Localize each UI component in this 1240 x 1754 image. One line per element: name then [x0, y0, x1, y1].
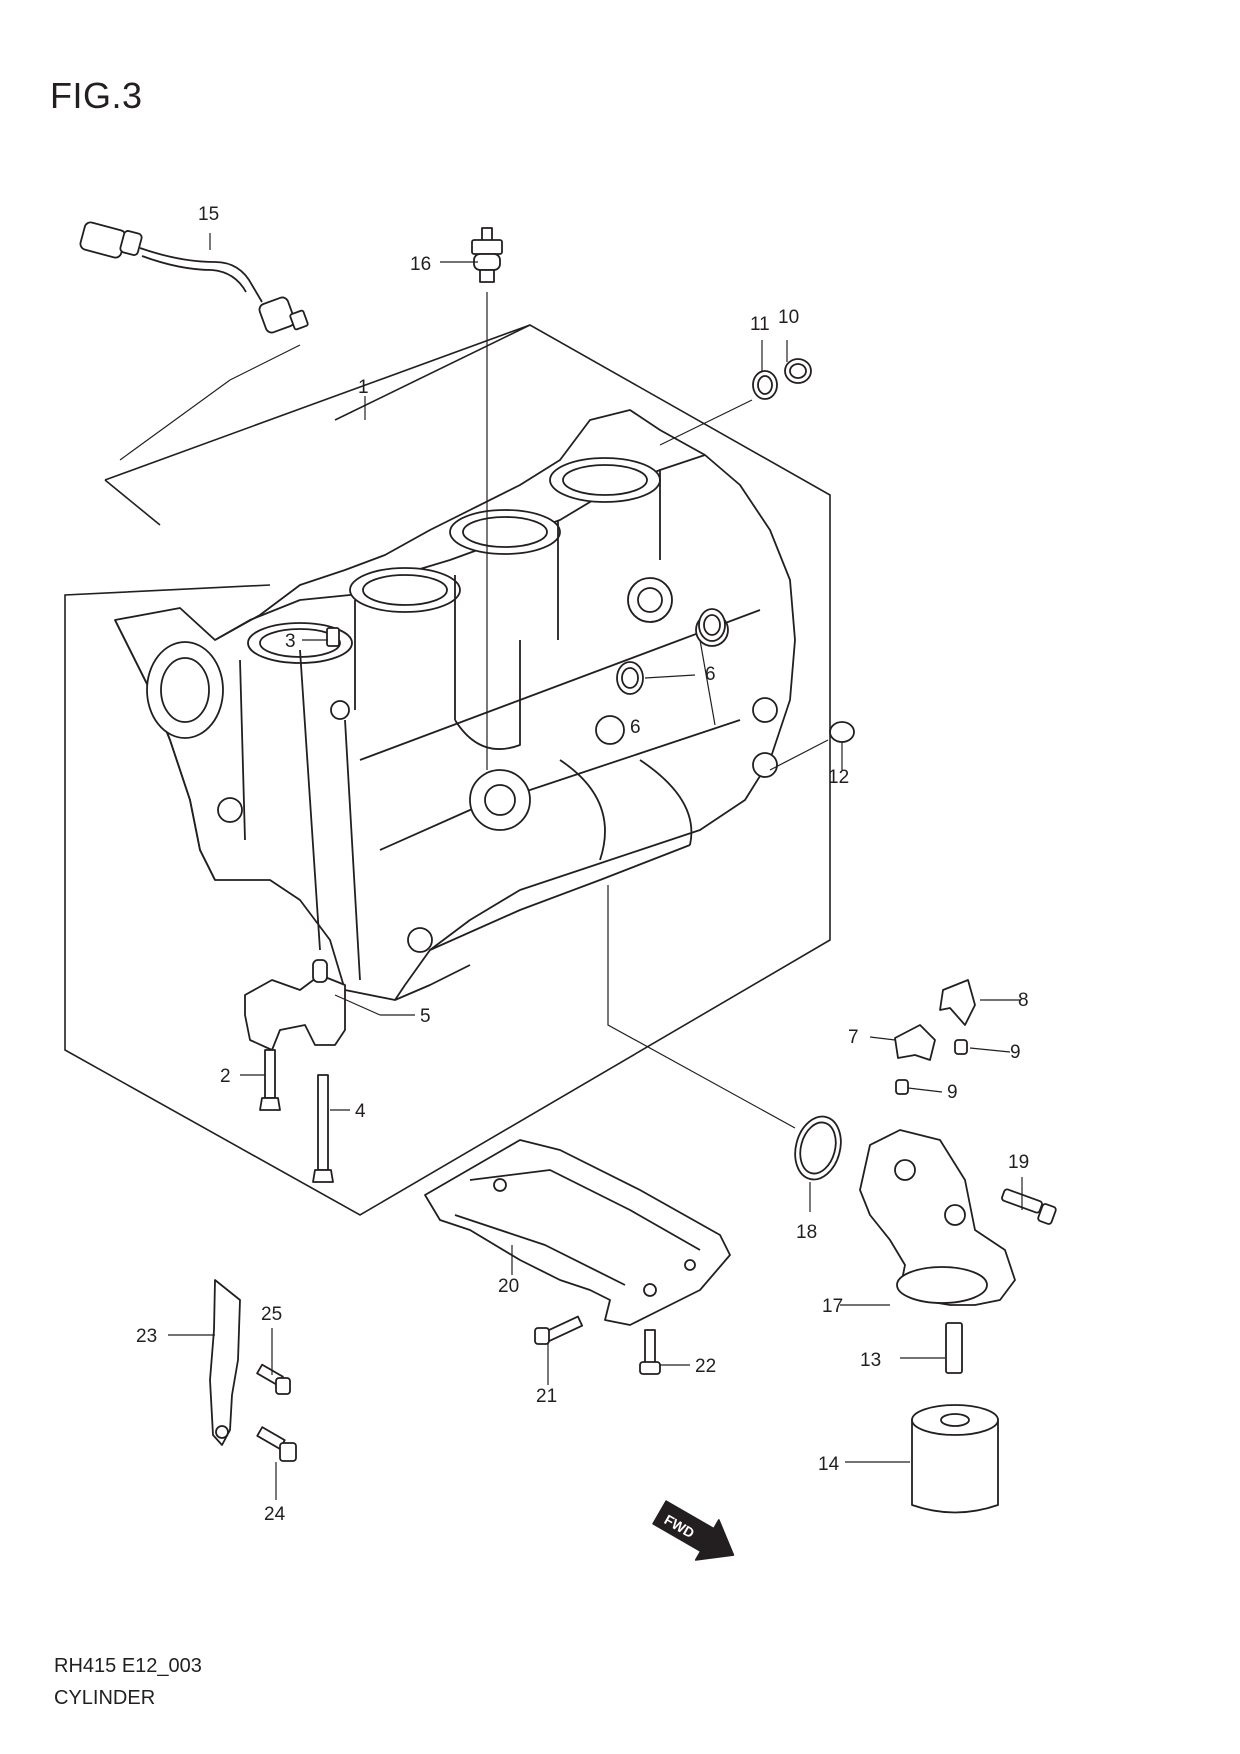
callout-23: 23 — [136, 1326, 157, 1347]
callout-15: 15 — [198, 204, 219, 225]
fwd-arrow: FWD — [652, 1500, 735, 1561]
cylinder-block — [114, 409, 796, 1001]
bearing-cap-and-bolts — [244, 959, 381, 1183]
oil-filter-stand — [859, 1129, 1057, 1514]
callout-1: 1 — [358, 377, 369, 398]
callout-22: 22 — [695, 1356, 716, 1377]
oil-baffle-plate — [424, 1139, 731, 1326]
callout-21: 21 — [536, 1386, 557, 1407]
callout-7: 7 — [848, 1027, 859, 1048]
callout-10: 10 — [778, 307, 799, 328]
callout-11: 11 — [750, 314, 770, 335]
leader-lines — [168, 233, 1023, 1500]
callout-13: 13 — [860, 1350, 881, 1371]
callout-6-a: 6 — [705, 664, 716, 685]
callouts: 15 16 10 11 1 3 6 6 12 8 7 9 9 2 4 5 19 … — [136, 204, 1029, 1525]
callout-20: 20 — [498, 1276, 519, 1297]
figure-title: FIG.3 — [50, 75, 143, 116]
callout-5: 5 — [420, 1006, 431, 1027]
callout-19: 19 — [1008, 1152, 1029, 1173]
o-ring — [607, 885, 842, 1181]
callout-17: 17 — [822, 1296, 843, 1317]
callout-16: 16 — [410, 254, 431, 275]
callout-6-b: 6 — [630, 717, 641, 738]
figure-name: CYLINDER — [54, 1687, 156, 1709]
assembly-frame — [64, 324, 831, 1216]
plate-bracket-and-bolts — [209, 1279, 297, 1462]
small-brackets — [894, 979, 976, 1095]
callout-2: 2 — [220, 1066, 231, 1087]
callout-18: 18 — [796, 1222, 817, 1243]
dowel-pin — [769, 721, 855, 771]
callout-3: 3 — [285, 631, 296, 652]
callout-9-b: 9 — [947, 1082, 958, 1103]
plug-and-gasket — [659, 358, 812, 446]
knock-sensor — [79, 221, 309, 461]
callout-4: 4 — [355, 1101, 366, 1122]
callout-24: 24 — [264, 1504, 286, 1525]
callout-25: 25 — [261, 1304, 282, 1325]
callout-12: 12 — [828, 767, 849, 788]
baffle-bolts — [534, 1315, 661, 1375]
callout-8: 8 — [1018, 990, 1029, 1011]
callout-14: 14 — [818, 1454, 840, 1475]
callout-9-a: 9 — [1010, 1042, 1021, 1063]
figure-code: RH415 E12_003 — [54, 1655, 202, 1677]
